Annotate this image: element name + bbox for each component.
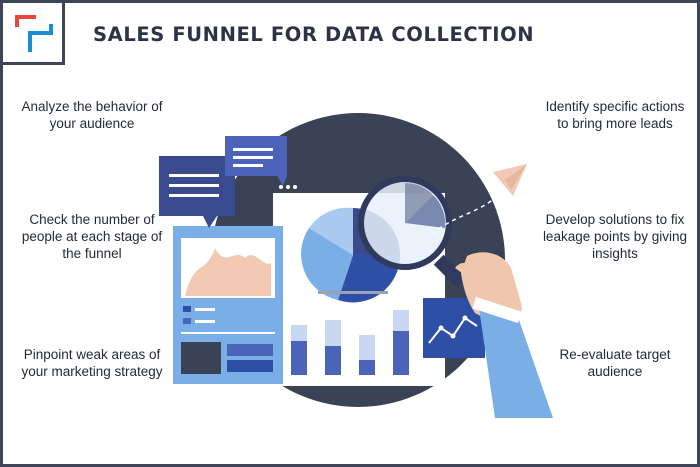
caption-develop-solutions: Develop solutions to fix leakage points … — [542, 212, 688, 261]
caption-check-people: Check the number of people at each stage… — [21, 212, 163, 261]
report-card — [173, 226, 283, 384]
paper-plane-icon — [432, 164, 527, 234]
chat-bubbles-icon — [159, 136, 287, 228]
magnifying-glass-icon — [358, 176, 467, 288]
page-title: SALES FUNNEL FOR DATA COLLECTION — [93, 23, 535, 46]
caption-reevaluate-audience: Re-evaluate target audience — [559, 347, 671, 379]
caption-analyze-behavior: Analyze the behavior of your audience — [21, 99, 163, 131]
logo-container — [3, 3, 65, 65]
caption-identify-actions: Identify specific actions to bring more … — [545, 99, 685, 131]
hand-icon — [455, 252, 553, 418]
caption-pinpoint-weak-areas: Pinpoint weak areas of your marketing st… — [21, 347, 163, 379]
bar-chart-icon — [291, 310, 409, 375]
brand-logo-icon — [15, 15, 53, 52]
funnel-illustration — [159, 113, 553, 418]
